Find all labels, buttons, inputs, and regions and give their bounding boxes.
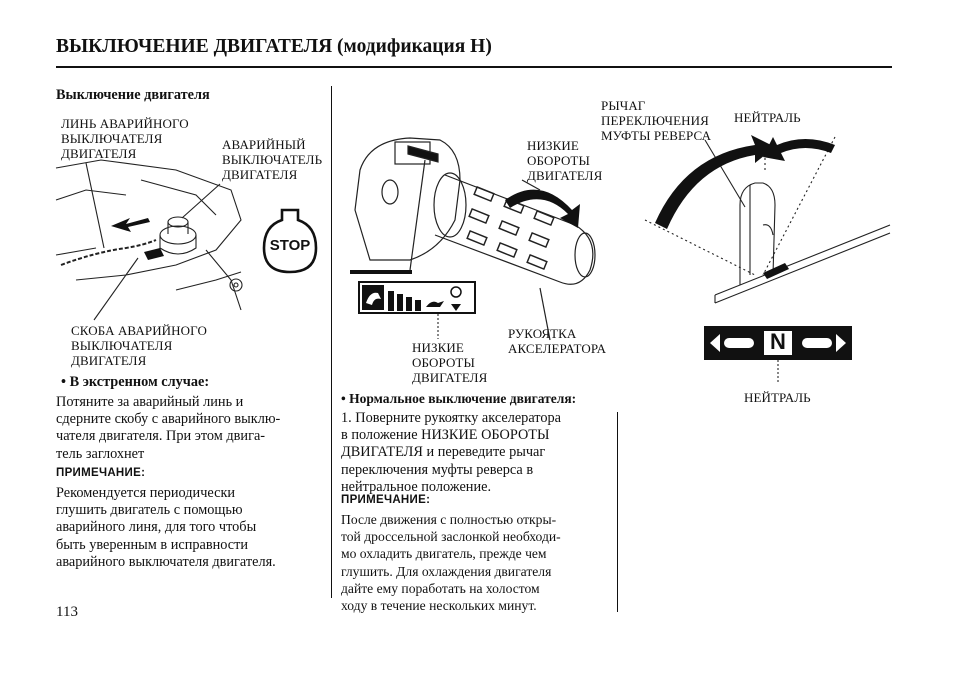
column-divider-right [617, 412, 618, 612]
shift-lever-illustration [644, 135, 891, 304]
label-low-rpm-bottom: НИЗКИЕ ОБОРОТЫ ДВИГАТЕЛЯ [412, 340, 488, 385]
page-number: 113 [56, 604, 78, 620]
gear-indicator-plate [704, 326, 852, 384]
normal-shutdown-heading: • Нормальное выключение двигателя: [341, 391, 577, 406]
label-reverse-lever: РЫЧАГ ПЕРЕКЛЮЧЕНИЯ МУФТЫ РЕВЕРСА [601, 98, 712, 143]
stop-label: STOP [269, 237, 311, 254]
stop-switch-illustration [55, 159, 243, 321]
note-label-middle: ПРИМЕЧАНИЕ: [341, 494, 431, 506]
column-divider-left [331, 86, 332, 598]
step-1-text: 1. Поверните рукоятку акселератора в пол… [341, 410, 562, 495]
throttle-grip-illustration [350, 137, 596, 341]
throttle-indicator-strip [358, 281, 476, 339]
note-text-left: Рекомендуется периодически глушить двига… [56, 485, 276, 570]
note-label-left: ПРИМЕЧАНИЕ: [56, 467, 146, 479]
label-lanyard: ЛИНЬ АВАРИЙНОГО ВЫКЛЮЧАТЕЛЯ ДВИГАТЕЛЯ [61, 116, 189, 161]
label-clip: СКОБА АВАРИЙНОГО ВЫКЛЮЧАТЕЛЯ ДВИГАТЕЛЯ [71, 323, 207, 368]
label-low-rpm-top: НИЗКИЕ ОБОРОТЫ ДВИГАТЕЛЯ [527, 138, 603, 183]
label-throttle-grip: РУКОЯТКА АКСЕЛЕРАТОРА [508, 326, 607, 356]
emergency-text: Потяните за аварийный линь и сдерните ск… [56, 394, 281, 462]
label-stop-switch: АВАРИЙНЫЙ ВЫКЛЮЧАТЕЛЬ ДВИГАТЕЛЯ [222, 137, 323, 182]
title-rule [56, 66, 892, 68]
gear-neutral-letter: N [770, 329, 786, 354]
label-neutral-top: НЕЙТРАЛЬ [734, 110, 801, 125]
section-title: Выключение двигателя [56, 87, 210, 103]
stop-symbol-icon [262, 208, 318, 274]
page-title: ВЫКЛЮЧЕНИЕ ДВИГАТЕЛЯ (модификация H) [56, 36, 492, 57]
note-text-middle: После движения с полностью откры- той др… [341, 512, 561, 614]
emergency-heading: • В экстренном случае: [61, 374, 210, 390]
label-neutral-bottom: НЕЙТРАЛЬ [744, 390, 811, 405]
